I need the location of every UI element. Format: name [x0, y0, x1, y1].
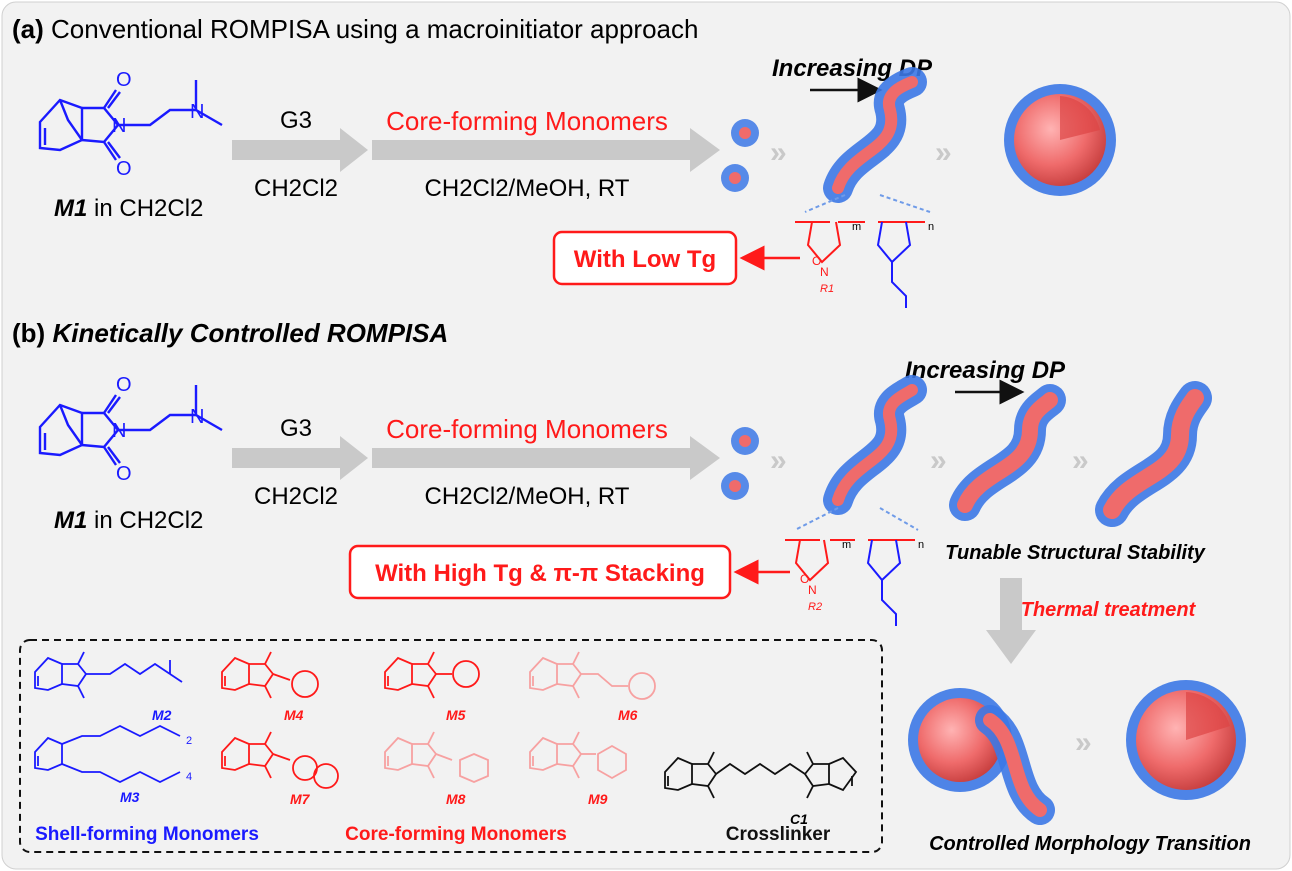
chevrons-a1: » [770, 136, 787, 169]
step2-reagent-b: Core-forming Monomers [386, 414, 668, 444]
transition-label: Controlled Morphology Transition [929, 833, 1251, 855]
tg-box-b [348, 544, 732, 600]
panel-a-heading: (a) Conventional ROMPISA using a macroin… [12, 14, 698, 44]
m4-structure [221, 651, 319, 699]
m1-n-amine-b: N [190, 406, 204, 428]
panel-b-heading: (b) Kinetically Controlled ROMPISA [12, 318, 448, 348]
chevrons-b2: » [930, 444, 947, 477]
m7-label: M7 [290, 791, 311, 807]
transition-morphology [908, 688, 1055, 825]
chain-o-a: O [812, 254, 821, 268]
chain-n-sub-a: n [928, 221, 934, 233]
chain-m-a: m [852, 221, 861, 233]
step1-solvent-b: CH2Cl2 [254, 483, 338, 510]
chevrons-b4: » [1075, 726, 1092, 759]
m1-o-bottom-b: O [116, 463, 132, 485]
vesicle-a [1004, 84, 1116, 196]
m7-structure [221, 731, 339, 789]
m1-o-top-a: O [116, 69, 132, 91]
increasing-dp-b: Increasing DP [905, 357, 1066, 384]
m1-caption-a: M1 in CH2Cl2 [54, 195, 203, 222]
core-monomers-label: Core-forming Monomers [345, 824, 567, 845]
shell-monomers-label: Shell-forming Monomers [35, 824, 259, 845]
small-micelles-b [721, 427, 759, 500]
chevrons-b3: » [1072, 444, 1089, 477]
step1-reagent-b: G3 [280, 415, 312, 442]
m8-label: M8 [446, 791, 466, 807]
thermal-arrow [986, 578, 1036, 664]
tg-label-a: With Low Tg [574, 246, 716, 273]
step1-arrow-b [232, 436, 368, 480]
worm-micelles-b [823, 375, 1212, 527]
chain-n-sub-b: n [918, 539, 924, 551]
m1-structure-b [38, 385, 223, 466]
chevrons-b1: » [770, 444, 787, 477]
m1-o-bottom-a: O [116, 158, 132, 180]
m4-label: M4 [284, 707, 304, 723]
m3-structure [34, 724, 181, 784]
step2-arrow-b [372, 436, 720, 480]
chain-r-label-a: R1 [820, 283, 834, 295]
m1-n-imide-a: N [112, 115, 126, 137]
step2-conditions-a: CH2Cl2/MeOH, RT [425, 175, 630, 202]
m8-structure [384, 731, 489, 783]
step2-reagent-a: Core-forming Monomers [386, 106, 668, 136]
m1-structure-a [38, 80, 223, 161]
chevrons-a2: » [935, 136, 952, 169]
tg-box-a [552, 230, 738, 286]
chain-n-b: N [808, 583, 817, 597]
stability-label: Tunable Structural Stability [945, 542, 1206, 564]
m1-n-amine-a: N [190, 101, 204, 123]
step1-solvent-a: CH2Cl2 [254, 175, 338, 202]
m2-structure [34, 651, 183, 699]
vesicle-b [1126, 680, 1246, 800]
chain-m-b: m [842, 539, 851, 551]
step1-reagent-a: G3 [280, 107, 312, 134]
chain-o-b: O [800, 572, 809, 586]
c1-label: C1 [790, 811, 808, 827]
small-micelles-a [721, 119, 759, 192]
m9-structure [529, 731, 627, 780]
m1-n-imide-b: N [112, 420, 126, 442]
step1-arrow-a [232, 128, 368, 172]
m2-label: M2 [152, 707, 172, 723]
m3-sub-1: 2 [186, 735, 192, 747]
step2-arrow-a [372, 128, 720, 172]
polymer-chain-a [795, 194, 931, 308]
chain-r-label-b: R2 [808, 601, 822, 613]
m5-label: M5 [446, 707, 466, 723]
m3-sub-2: 4 [186, 771, 192, 783]
worm-micelle-a [823, 67, 927, 203]
thermal-label: Thermal treatment [1021, 599, 1197, 621]
m1-caption-b: M1 in CH2Cl2 [54, 507, 203, 534]
m1-o-top-b: O [116, 374, 132, 396]
m3-label: M3 [120, 789, 140, 805]
m6-label: M6 [618, 707, 638, 723]
step2-conditions-b: CH2Cl2/MeOH, RT [425, 483, 630, 510]
m6-structure [529, 651, 656, 700]
m5-structure [384, 651, 480, 699]
monomer-legend-box [19, 639, 883, 853]
c1-structure [664, 751, 858, 799]
chain-n-a: N [820, 265, 829, 279]
m9-label: M9 [588, 791, 608, 807]
tg-label-b: With High Tg & π-π Stacking [375, 560, 705, 587]
crosslinker-label: Crosslinker [726, 824, 831, 845]
polymer-chain-b [785, 507, 919, 626]
